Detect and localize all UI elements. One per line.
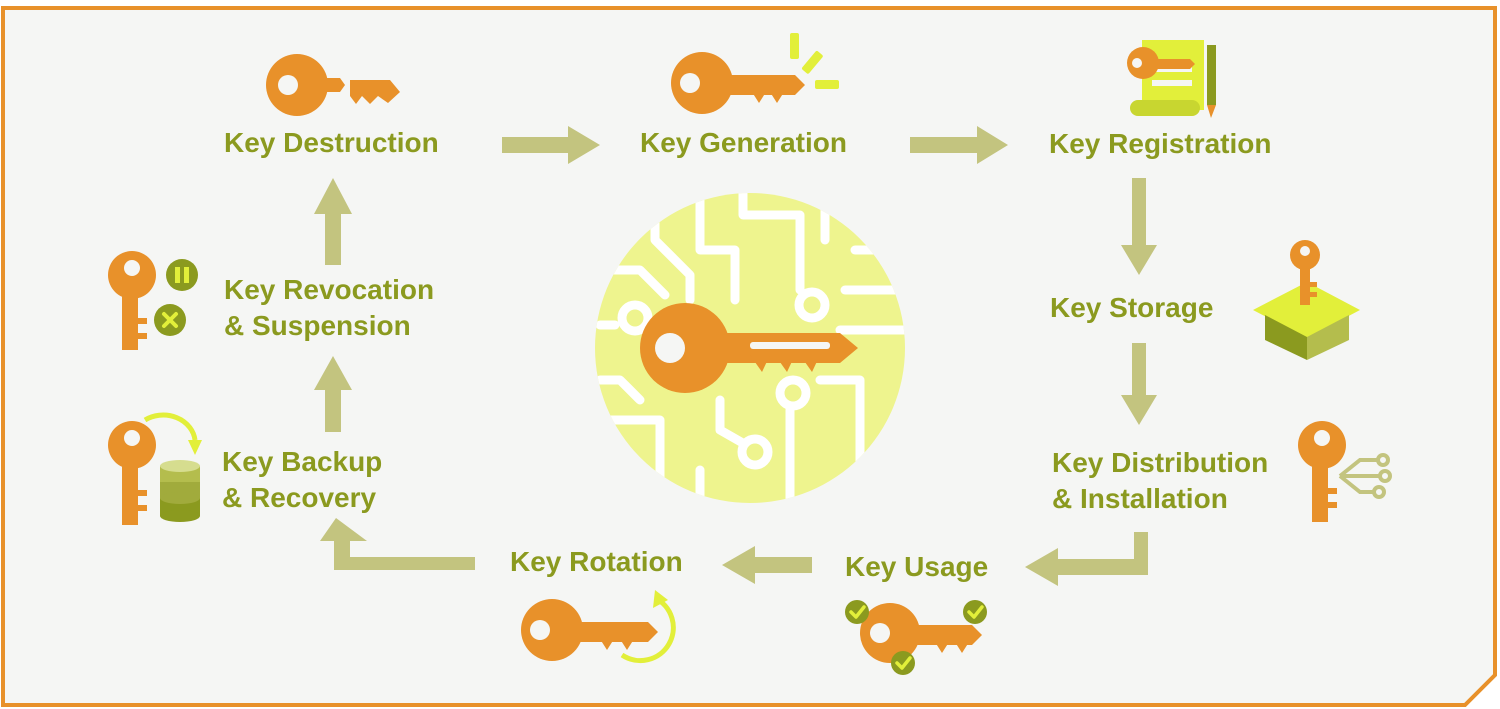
label-key-usage: Key Usage [845, 551, 989, 582]
arrow-destruction-to-generation [502, 126, 600, 164]
label-key-storage: Key Storage [1050, 292, 1214, 323]
key-database-icon [108, 412, 202, 525]
arrow-registration-to-storage [1121, 178, 1157, 275]
key-rotation-icon [521, 590, 676, 664]
arrow-storage-to-distribution [1121, 343, 1157, 425]
broken-key-icon [266, 54, 400, 116]
label-key-rotation: Key Rotation [510, 546, 683, 577]
label-key-distribution-line2: & Installation [1052, 483, 1228, 514]
arrow-backup-to-revocation [314, 356, 352, 432]
arrow-usage-to-rotation [722, 546, 812, 584]
label-key-revocation-line2: & Suspension [224, 310, 411, 341]
arrow-generation-to-registration [910, 126, 1008, 164]
label-key-registration: Key Registration [1049, 128, 1272, 159]
label-key-distribution-line1: Key Distribution [1052, 447, 1269, 478]
label-key-revocation: Key Revocation & Suspension [224, 272, 434, 344]
key-scroll-icon [1127, 40, 1216, 118]
label-key-destruction: Key Destruction [224, 127, 439, 158]
label-key-backup-line2: & Recovery [222, 482, 377, 513]
key-box-icon [1253, 240, 1360, 360]
key-network-icon [1298, 421, 1392, 522]
arrow-revocation-to-destruction [314, 178, 352, 265]
label-key-backup-line1: Key Backup [222, 446, 383, 477]
arrow-distribution-to-usage [1025, 532, 1148, 586]
label-key-distribution: Key Distribution & Installation [1052, 445, 1268, 517]
label-key-backup: Key Backup & Recovery [222, 444, 382, 516]
key-pause-cancel-icon [108, 251, 198, 350]
label-key-revocation-line1: Key Revocation [224, 274, 435, 305]
label-key-generation: Key Generation [640, 127, 847, 158]
key-checkmarks-icon [845, 600, 987, 675]
arrow-rotation-to-backup [320, 518, 475, 570]
key-sparkle-icon [671, 33, 839, 114]
